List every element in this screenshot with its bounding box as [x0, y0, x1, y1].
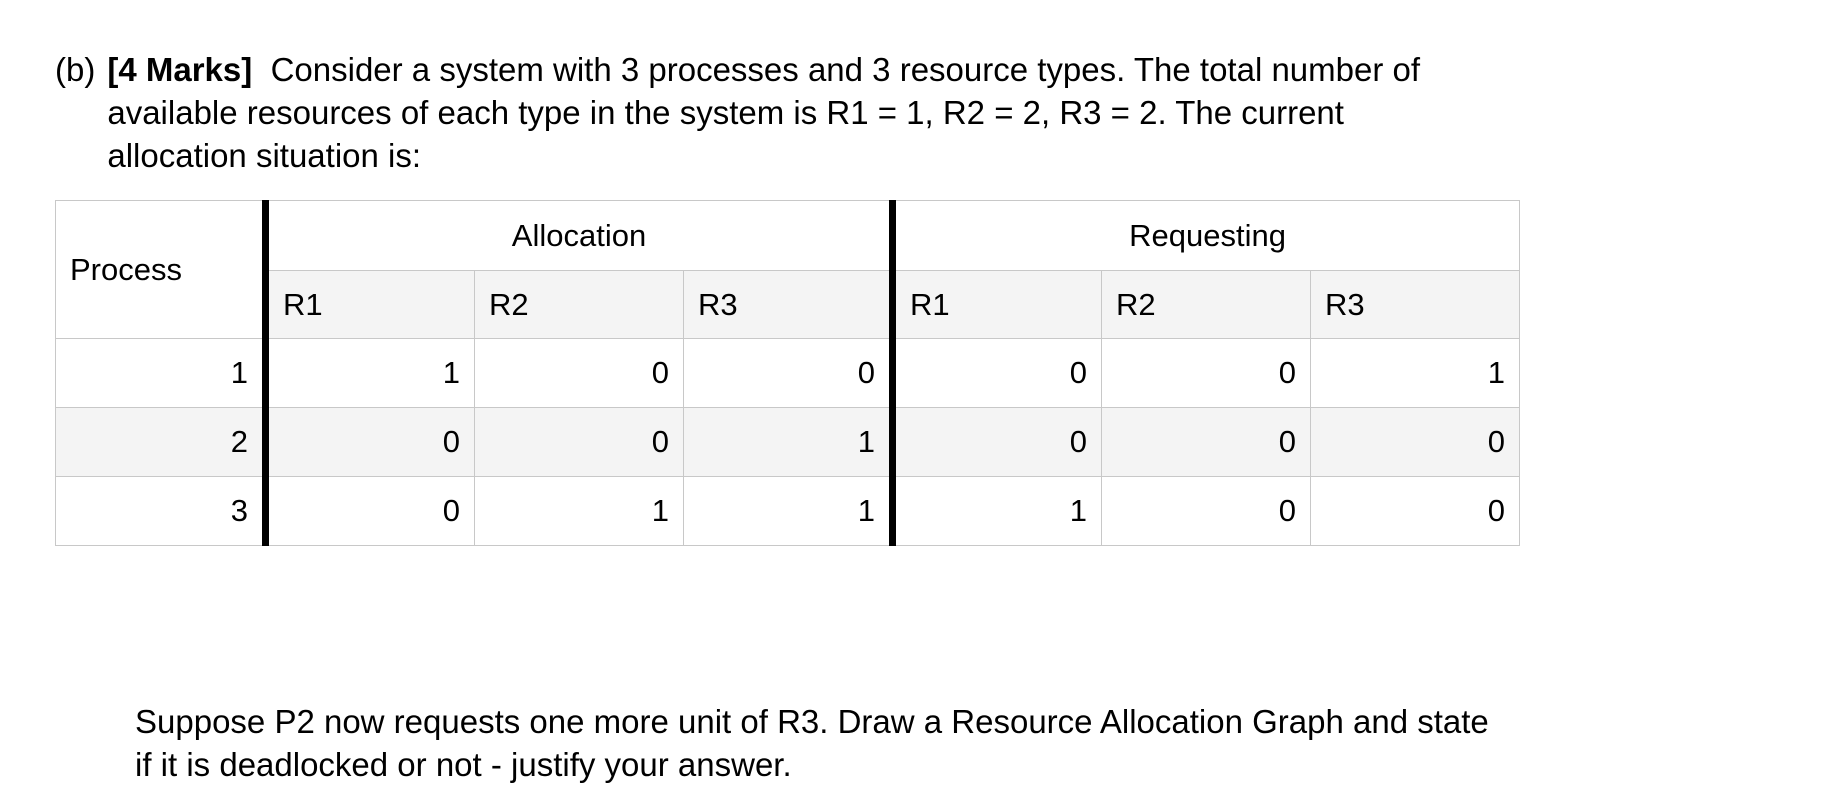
header-requesting-r3: R3: [1310, 270, 1521, 339]
header-allocation-r2: R2: [474, 270, 684, 339]
table-header-row-resources: R1 R2 R3 R1 R2 R3: [56, 270, 1521, 339]
table-row: 1 1 0 0 0 0 1: [55, 338, 1521, 408]
row-process-id: 2: [55, 407, 266, 477]
question-line-1: Consider a system with 3 processes and 3…: [270, 51, 1421, 88]
cell-requesting-r1: 1: [889, 476, 1103, 546]
cell-requesting-r1: 0: [889, 407, 1103, 477]
table-row: 2 0 0 1 0 0 0: [55, 407, 1521, 477]
table-header-row-groups: Process Allocation Requesting: [55, 200, 1521, 339]
cell-allocation-r2: 0: [474, 407, 684, 477]
footer-line-1: Suppose P2 now requests one more unit of…: [135, 703, 1489, 740]
question-line-2: available resources of each type in the …: [107, 94, 1344, 131]
cell-allocation-r1: 1: [262, 338, 475, 408]
cell-allocation-r1: 0: [262, 476, 475, 546]
question-body: [4 Marks] Consider a system with 3 proce…: [107, 48, 1775, 177]
cell-requesting-r2: 0: [1101, 338, 1312, 408]
cell-allocation-r3: 1: [682, 476, 894, 546]
cell-requesting-r1: 0: [889, 338, 1103, 408]
question-line-3: allocation situation is:: [107, 137, 422, 174]
cell-requesting-r2: 0: [1101, 476, 1312, 546]
footer-line-2: if it is deadlocked or not - justify you…: [135, 746, 792, 783]
header-requesting-r2: R2: [1101, 270, 1312, 339]
cell-requesting-r3: 1: [1310, 338, 1521, 408]
row-process-id: 3: [55, 476, 266, 546]
cell-allocation-r3: 0: [682, 338, 894, 408]
allocation-table: Process Allocation Requesting R1 R2 R3 R…: [55, 200, 1521, 546]
cell-allocation-r1: 0: [262, 407, 475, 477]
cell-allocation-r2: 0: [474, 338, 684, 408]
header-process: Process: [55, 200, 266, 339]
question-label: (b): [55, 51, 96, 88]
cell-requesting-r2: 0: [1101, 407, 1312, 477]
question-block: (b) [4 Marks] Consider a system with 3 p…: [55, 48, 1775, 177]
cell-requesting-r3: 0: [1310, 476, 1521, 546]
cell-allocation-r3: 1: [682, 407, 894, 477]
header-requesting-r1: R1: [889, 270, 1103, 339]
header-allocation-r3: R3: [682, 270, 894, 339]
allocation-table-wrapper: Process Allocation Requesting R1 R2 R3 R…: [55, 200, 1521, 546]
cell-requesting-r3: 0: [1310, 407, 1521, 477]
question-marks: [4 Marks]: [107, 51, 253, 88]
cell-allocation-r2: 1: [474, 476, 684, 546]
table-row: 3 0 1 1 1 0 0: [55, 476, 1521, 546]
header-group-requesting: Requesting: [889, 200, 1521, 271]
footer-instruction: Suppose P2 now requests one more unit of…: [135, 700, 1795, 786]
header-allocation-r1: R1: [262, 270, 475, 339]
row-process-id: 1: [55, 338, 266, 408]
header-group-allocation: Allocation: [261, 200, 894, 271]
